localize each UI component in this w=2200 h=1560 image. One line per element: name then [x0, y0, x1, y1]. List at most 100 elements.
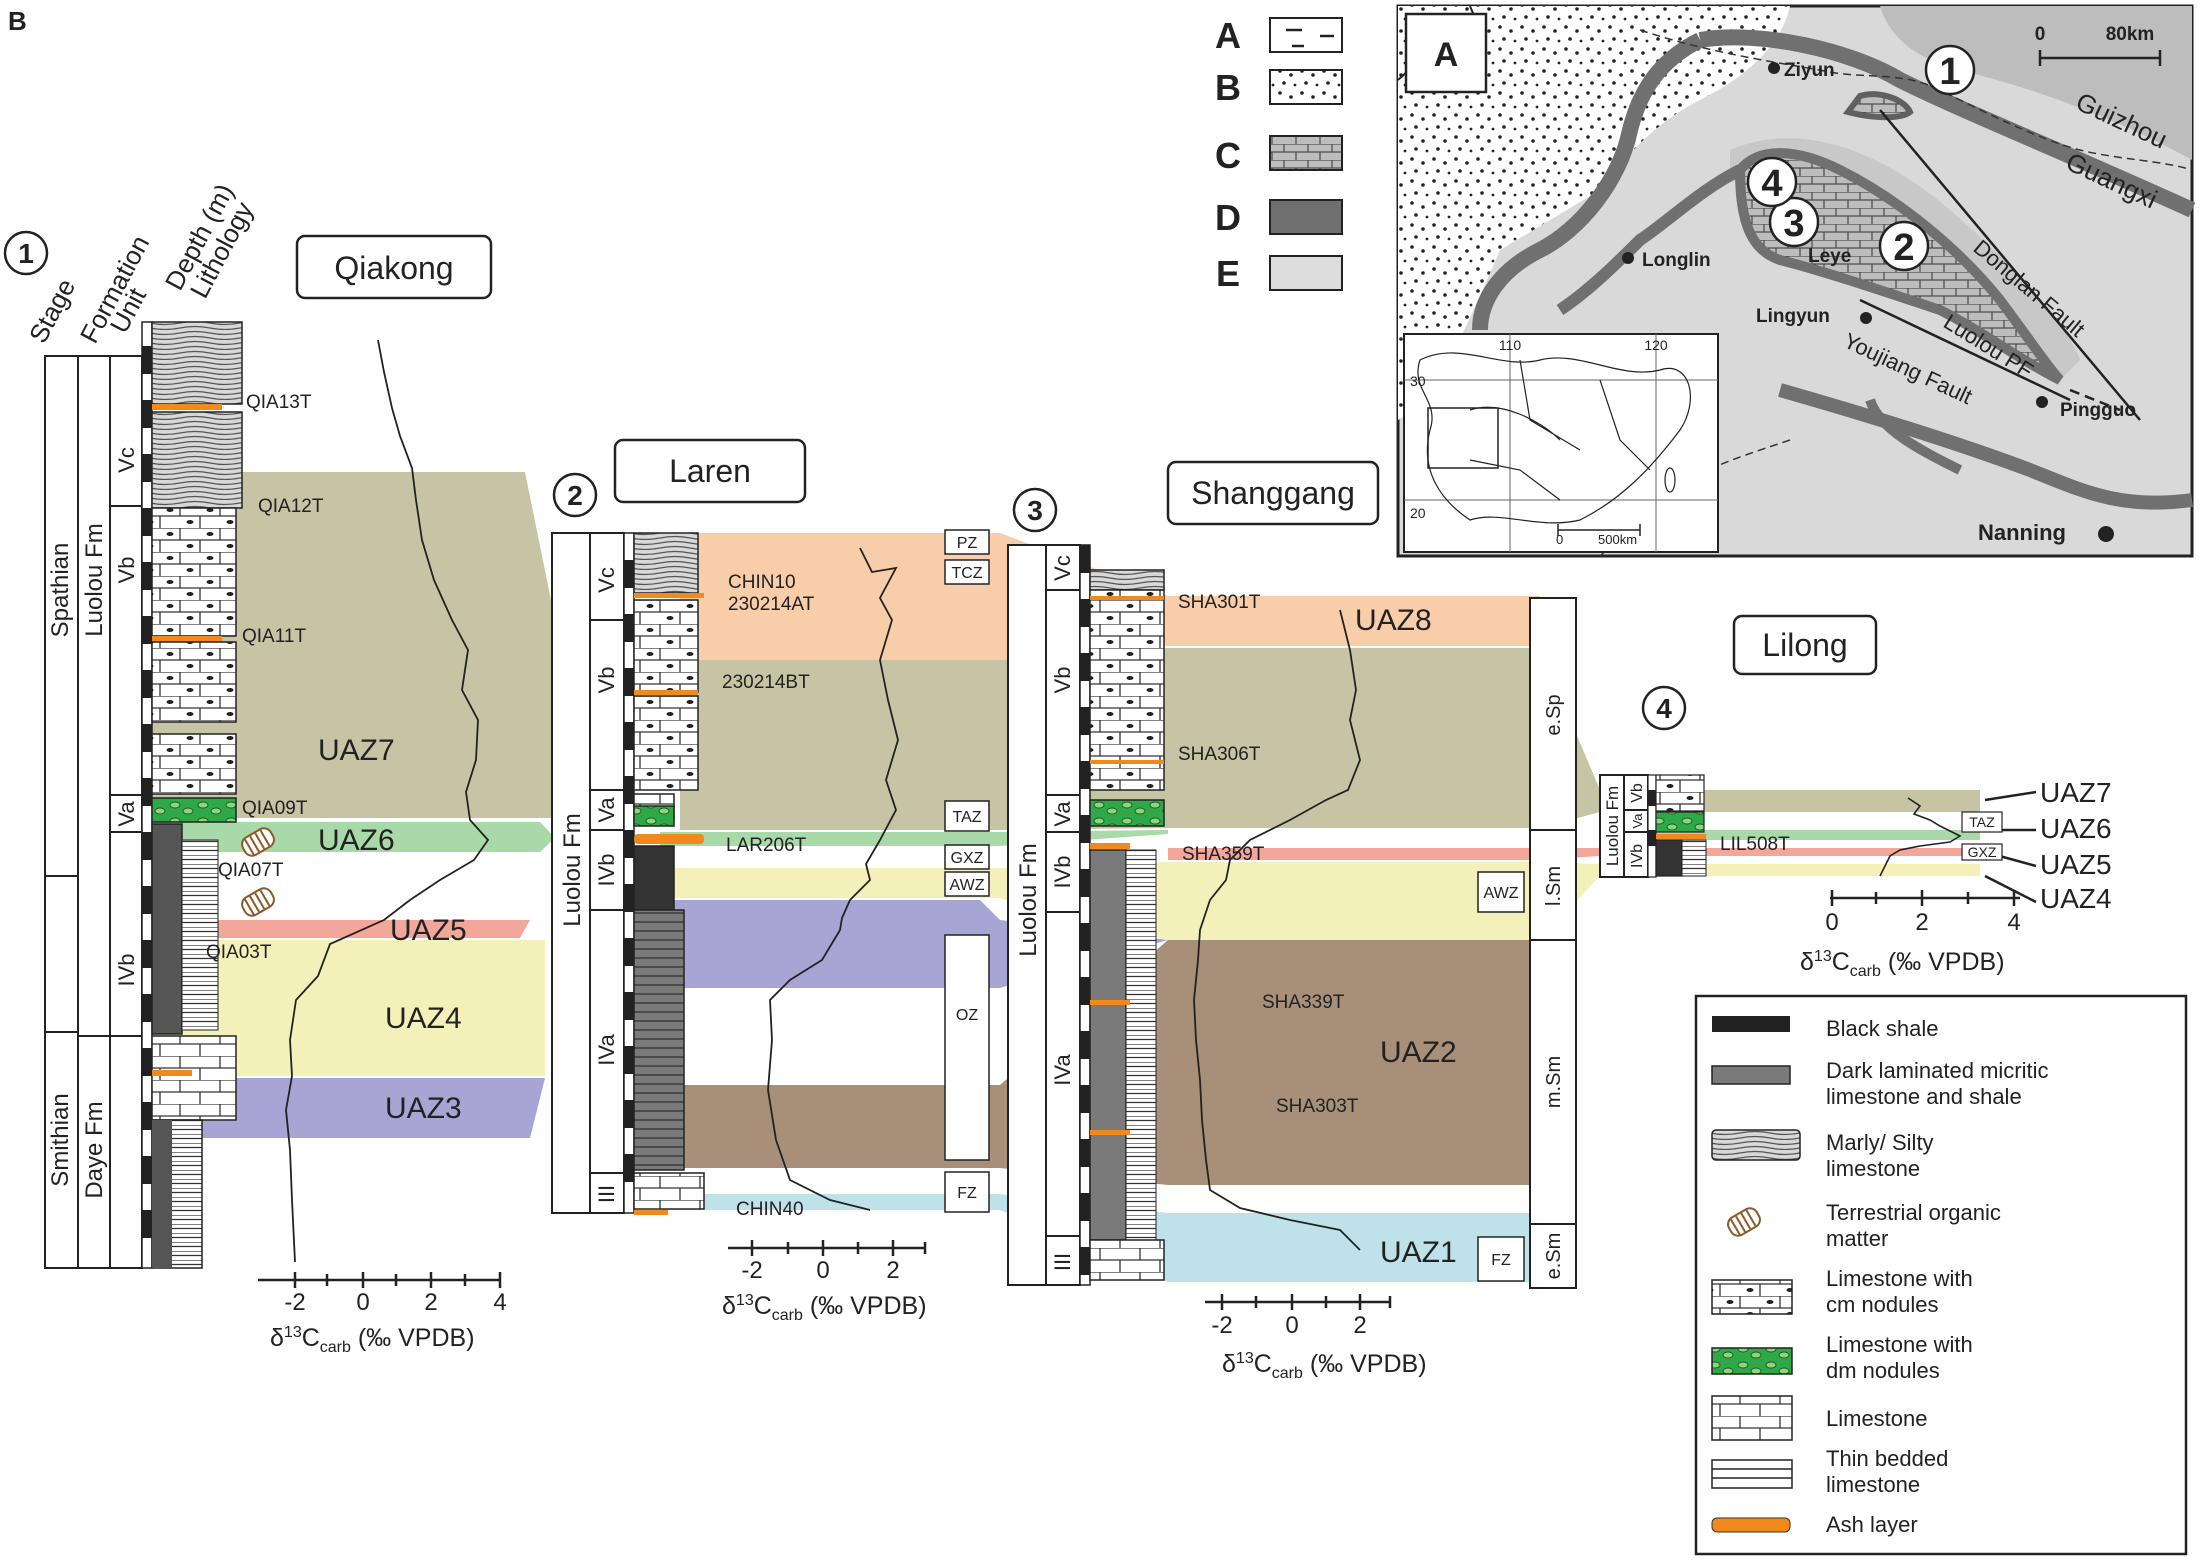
map-legend-letter: C: [1215, 135, 1241, 176]
city-nanning: Nanning: [1978, 520, 2066, 545]
lilong-title: Lilong: [1762, 627, 1847, 663]
city-longlin: Longlin: [1642, 250, 1711, 271]
svg-text:2: 2: [567, 480, 583, 511]
band-l-uaz8: [680, 533, 1000, 660]
band-uaz4: [140, 940, 545, 1076]
sample-qia07t: QIA07T: [218, 860, 284, 881]
section-qiakong: 1 Stage Formation Unit Depth (m) Litholo…: [3, 179, 507, 1356]
uaz7-side-label: UAZ7: [2040, 777, 2112, 808]
wood-icon: [1727, 1207, 1761, 1237]
lilong-unit-vb: Vb: [1629, 783, 1646, 803]
qiakong-title: Qiakong: [334, 250, 453, 286]
shanggang-unit-iii: III: [1050, 1253, 1075, 1271]
map-legend-letter: D: [1215, 197, 1241, 238]
lilong-tick: 2: [1915, 909, 1928, 936]
city-pingguo: Pingguo: [2060, 400, 2136, 421]
shanggang-unit-vb: Vb: [1050, 667, 1075, 694]
zone-gxz: GXZ: [951, 850, 984, 867]
sample-qia09t: QIA09T: [242, 798, 308, 819]
svg-text:4: 4: [1656, 693, 1672, 724]
legend-black-shale: Black shale: [1826, 1016, 1939, 1041]
laren-unit-iii: III: [594, 1185, 619, 1203]
laren-unit-ivb: IVb: [594, 853, 619, 886]
zone-tcz: TCZ: [951, 565, 982, 582]
stage-esm: e.Sm: [1543, 1233, 1565, 1280]
laren-tick: 0: [816, 1257, 829, 1284]
map-site-1: 1: [1939, 51, 1960, 93]
lilong-tick: 0: [1825, 909, 1838, 936]
laren-title: Laren: [669, 453, 751, 489]
inset-lat-20: 20: [1410, 505, 1426, 521]
formation-luolou-4: Luolou Fm: [1603, 786, 1622, 866]
band-li-uaz7: [1540, 648, 1980, 828]
sample-sha359t: SHA359T: [1182, 844, 1265, 865]
band-li-uaz4: [1540, 862, 1980, 940]
uaz4-side-label: UAZ4: [2040, 883, 2112, 914]
stage-smithian: Smithian: [47, 1093, 74, 1186]
qiakong-title-box: [295, 234, 493, 300]
band-l-uaz1: [660, 1194, 1000, 1210]
svg-text:1: 1: [18, 238, 34, 269]
unit-vb: Vb: [114, 557, 139, 584]
inset-lon-120: 120: [1644, 337, 1668, 353]
qiakong-tick: 4: [493, 1289, 506, 1316]
section-1-marker: [3, 230, 49, 276]
uaz2-label: UAZ2: [1380, 1036, 1457, 1069]
svg-text:3: 3: [1027, 495, 1043, 526]
sample-qia12t: QIA12T: [258, 496, 324, 517]
qiakong-axis-label: δ13Ccarb (‰ VPDB): [270, 1324, 475, 1356]
dark-laminated-icon: [1711, 1065, 1791, 1085]
city-lingyun: Lingyun: [1756, 306, 1830, 327]
map-legend: A B C D E: [1215, 15, 1343, 294]
city-marker: [1622, 252, 1634, 264]
unit-va: Va: [114, 801, 139, 827]
sample-chin40: CHIN40: [736, 1199, 804, 1220]
shanggang-unit-ivb: IVb: [1050, 855, 1075, 888]
ash-layer-icon: [1711, 1517, 1791, 1533]
shanggang-axis-label: δ13Ccarb (‰ VPDB): [1222, 1350, 1427, 1382]
d13c-curve-laren: [767, 547, 899, 1211]
thin-bedded-icon: [1711, 1459, 1793, 1489]
band-l-uaz6: [660, 832, 1000, 846]
inset-lat-30: 30: [1410, 373, 1426, 389]
panel-label-b: B: [8, 6, 27, 36]
stage-esp: e.Sp: [1543, 694, 1565, 735]
shanggang-title-box: [1166, 460, 1380, 526]
unit-vc: Vc: [114, 447, 139, 473]
stage-lsm: l.Sm: [1543, 866, 1565, 906]
shanggang-tick: 0: [1285, 1312, 1298, 1339]
section-laren: 2 Laren Luolou Fm Vc Vb Va IVb IVa III: [551, 438, 990, 1324]
header-stage: Stage: [23, 274, 81, 348]
lilong-zone-taz: TAZ: [1969, 814, 1995, 830]
zone-pz: PZ: [957, 535, 978, 552]
wood-icon: [241, 827, 275, 857]
zone-oz: OZ: [956, 1007, 978, 1024]
lilong-tick: 4: [2007, 909, 2020, 936]
uaz6-side-label: UAZ6: [2040, 813, 2112, 844]
sample-sha339t: SHA339T: [1262, 992, 1345, 1013]
uaz8-label: UAZ8: [1355, 604, 1432, 637]
d13c-curve-lilong: [1879, 797, 1962, 877]
section-2-marker: [552, 472, 598, 518]
uaz-labels: UAZ7 UAZ6 UAZ5 UAZ4 UAZ3 UAZ8 UAZ2 UAZ1 …: [318, 604, 2112, 1269]
shanggang-title: Shanggang: [1191, 475, 1355, 511]
band-l-uaz4: [660, 868, 1000, 898]
zone-fz: FZ: [957, 1185, 977, 1202]
sample-sha306t: SHA306T: [1178, 744, 1261, 765]
sample-sha303t: SHA303T: [1276, 1096, 1359, 1117]
d13c-curve-qiakong: [285, 339, 490, 1263]
zone-taz: TAZ: [952, 809, 981, 826]
lilong-title-box: [1732, 614, 1878, 676]
sample-sha301t: SHA301T: [1178, 592, 1261, 613]
dm-nodules-icon: [1711, 1347, 1793, 1375]
city-marker: [2036, 396, 2048, 408]
laren-tick: 2: [886, 1257, 899, 1284]
uaz3-label: UAZ3: [385, 1092, 462, 1125]
uaz7-label: UAZ7: [318, 734, 395, 767]
lilong-unit-ivb: IVb: [1629, 844, 1646, 868]
